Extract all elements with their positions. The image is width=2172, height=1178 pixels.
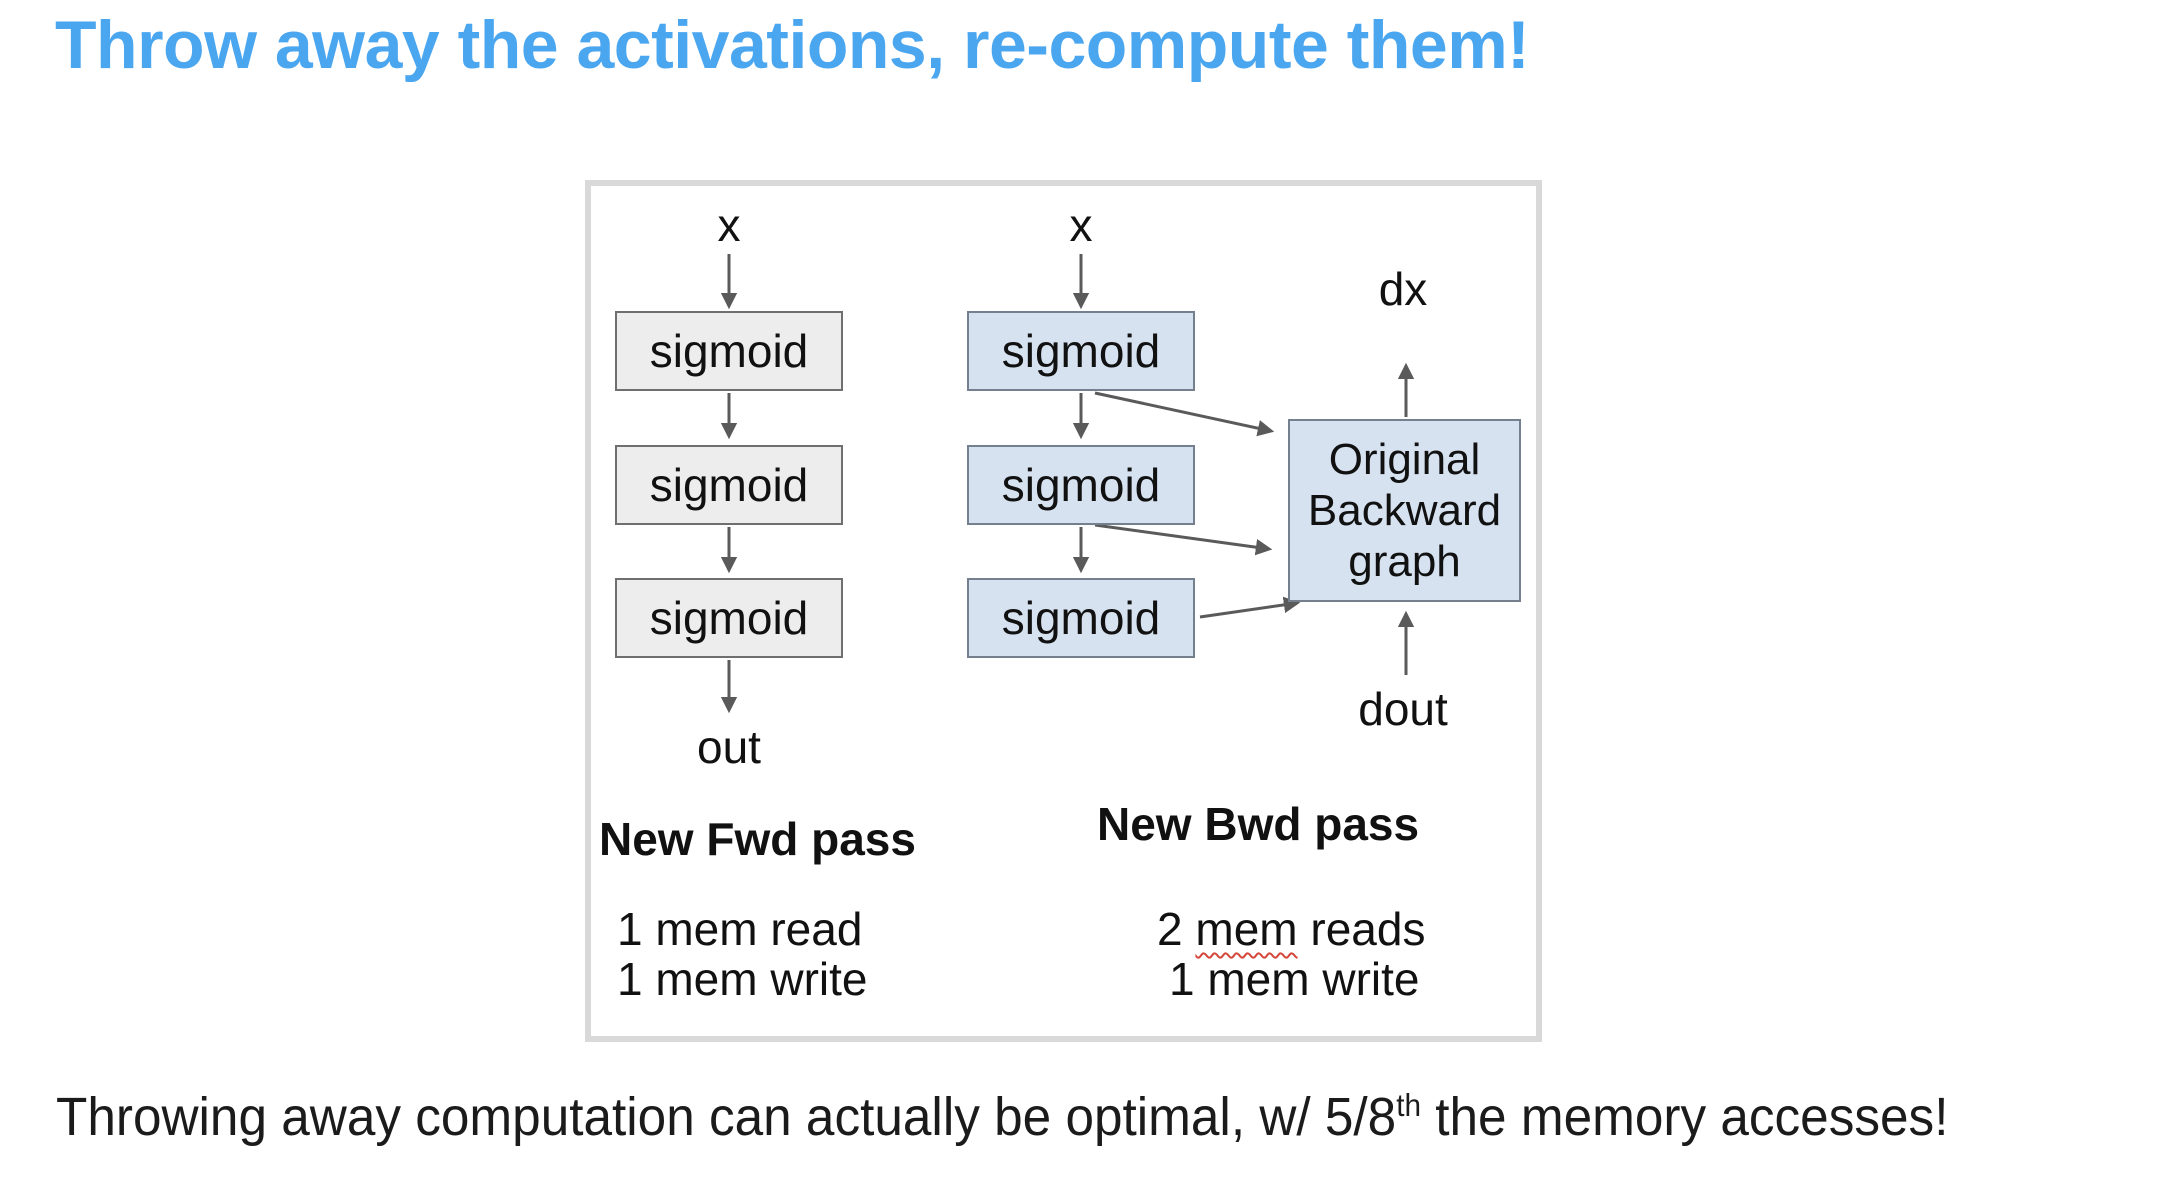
- original-backward-graph-box: Original Backward graph: [1288, 419, 1521, 602]
- bwd-input-label: x: [1069, 199, 1093, 251]
- fwd-input-label: x: [717, 199, 741, 251]
- diagram-frame: x sigmoid sigmoid sigmoid out x sigmoid …: [585, 180, 1542, 1042]
- backward-box-line: Backward: [1307, 486, 1502, 535]
- arrow-sigmoid3-to-backward-graph: [1199, 596, 1301, 619]
- dx-label: dx: [1378, 263, 1428, 315]
- footer-takeaway: Throwing away computation can actually b…: [56, 1086, 1948, 1148]
- backward-box-line: Original: [1328, 435, 1481, 484]
- arrow-sigmoid2-to-backward-graph: [1094, 523, 1273, 556]
- backward-box-line: graph: [1348, 537, 1461, 586]
- footer-superscript: th: [1396, 1088, 1422, 1123]
- arrow-sigmoid1-to-backward-graph: [1094, 391, 1275, 437]
- fwd-sigmoid-box-2: sigmoid: [615, 445, 843, 525]
- footer-text-after-sup: the memory accesses!: [1421, 1087, 1949, 1147]
- page-title: Throw away the activations, re-compute t…: [55, 7, 1530, 83]
- fwd-pass-label: New Fwd pass: [599, 813, 916, 865]
- bwd-stat-prefix: 2: [1157, 903, 1196, 955]
- bwd-pass-label: New Bwd pass: [1097, 798, 1420, 850]
- dout-label: dout: [1358, 683, 1448, 735]
- bwd-stat-suffix: reads: [1297, 903, 1426, 955]
- fwd-sigmoid-box-1: sigmoid: [615, 311, 843, 391]
- bwd-sigmoid-box-2: sigmoid: [967, 445, 1195, 525]
- bwd-stat-mem-reads: 2 mem reads: [1157, 902, 1425, 956]
- fwd-stat-mem-read: 1 mem read: [617, 903, 863, 955]
- bwd-stat-squiggle-word: mem: [1195, 903, 1298, 955]
- footer-text-before-sup: Throwing away computation can actually b…: [56, 1087, 1397, 1147]
- bwd-stat-mem-write: 1 mem write: [1169, 953, 1420, 1005]
- fwd-stat-mem-write: 1 mem write: [617, 953, 868, 1005]
- fwd-sigmoid-box-3: sigmoid: [615, 578, 843, 658]
- fwd-output-label: out: [697, 721, 761, 773]
- diagram-arrows: [720, 254, 1415, 714]
- bwd-sigmoid-box-3: sigmoid: [967, 578, 1195, 658]
- bwd-sigmoid-box-1: sigmoid: [967, 311, 1195, 391]
